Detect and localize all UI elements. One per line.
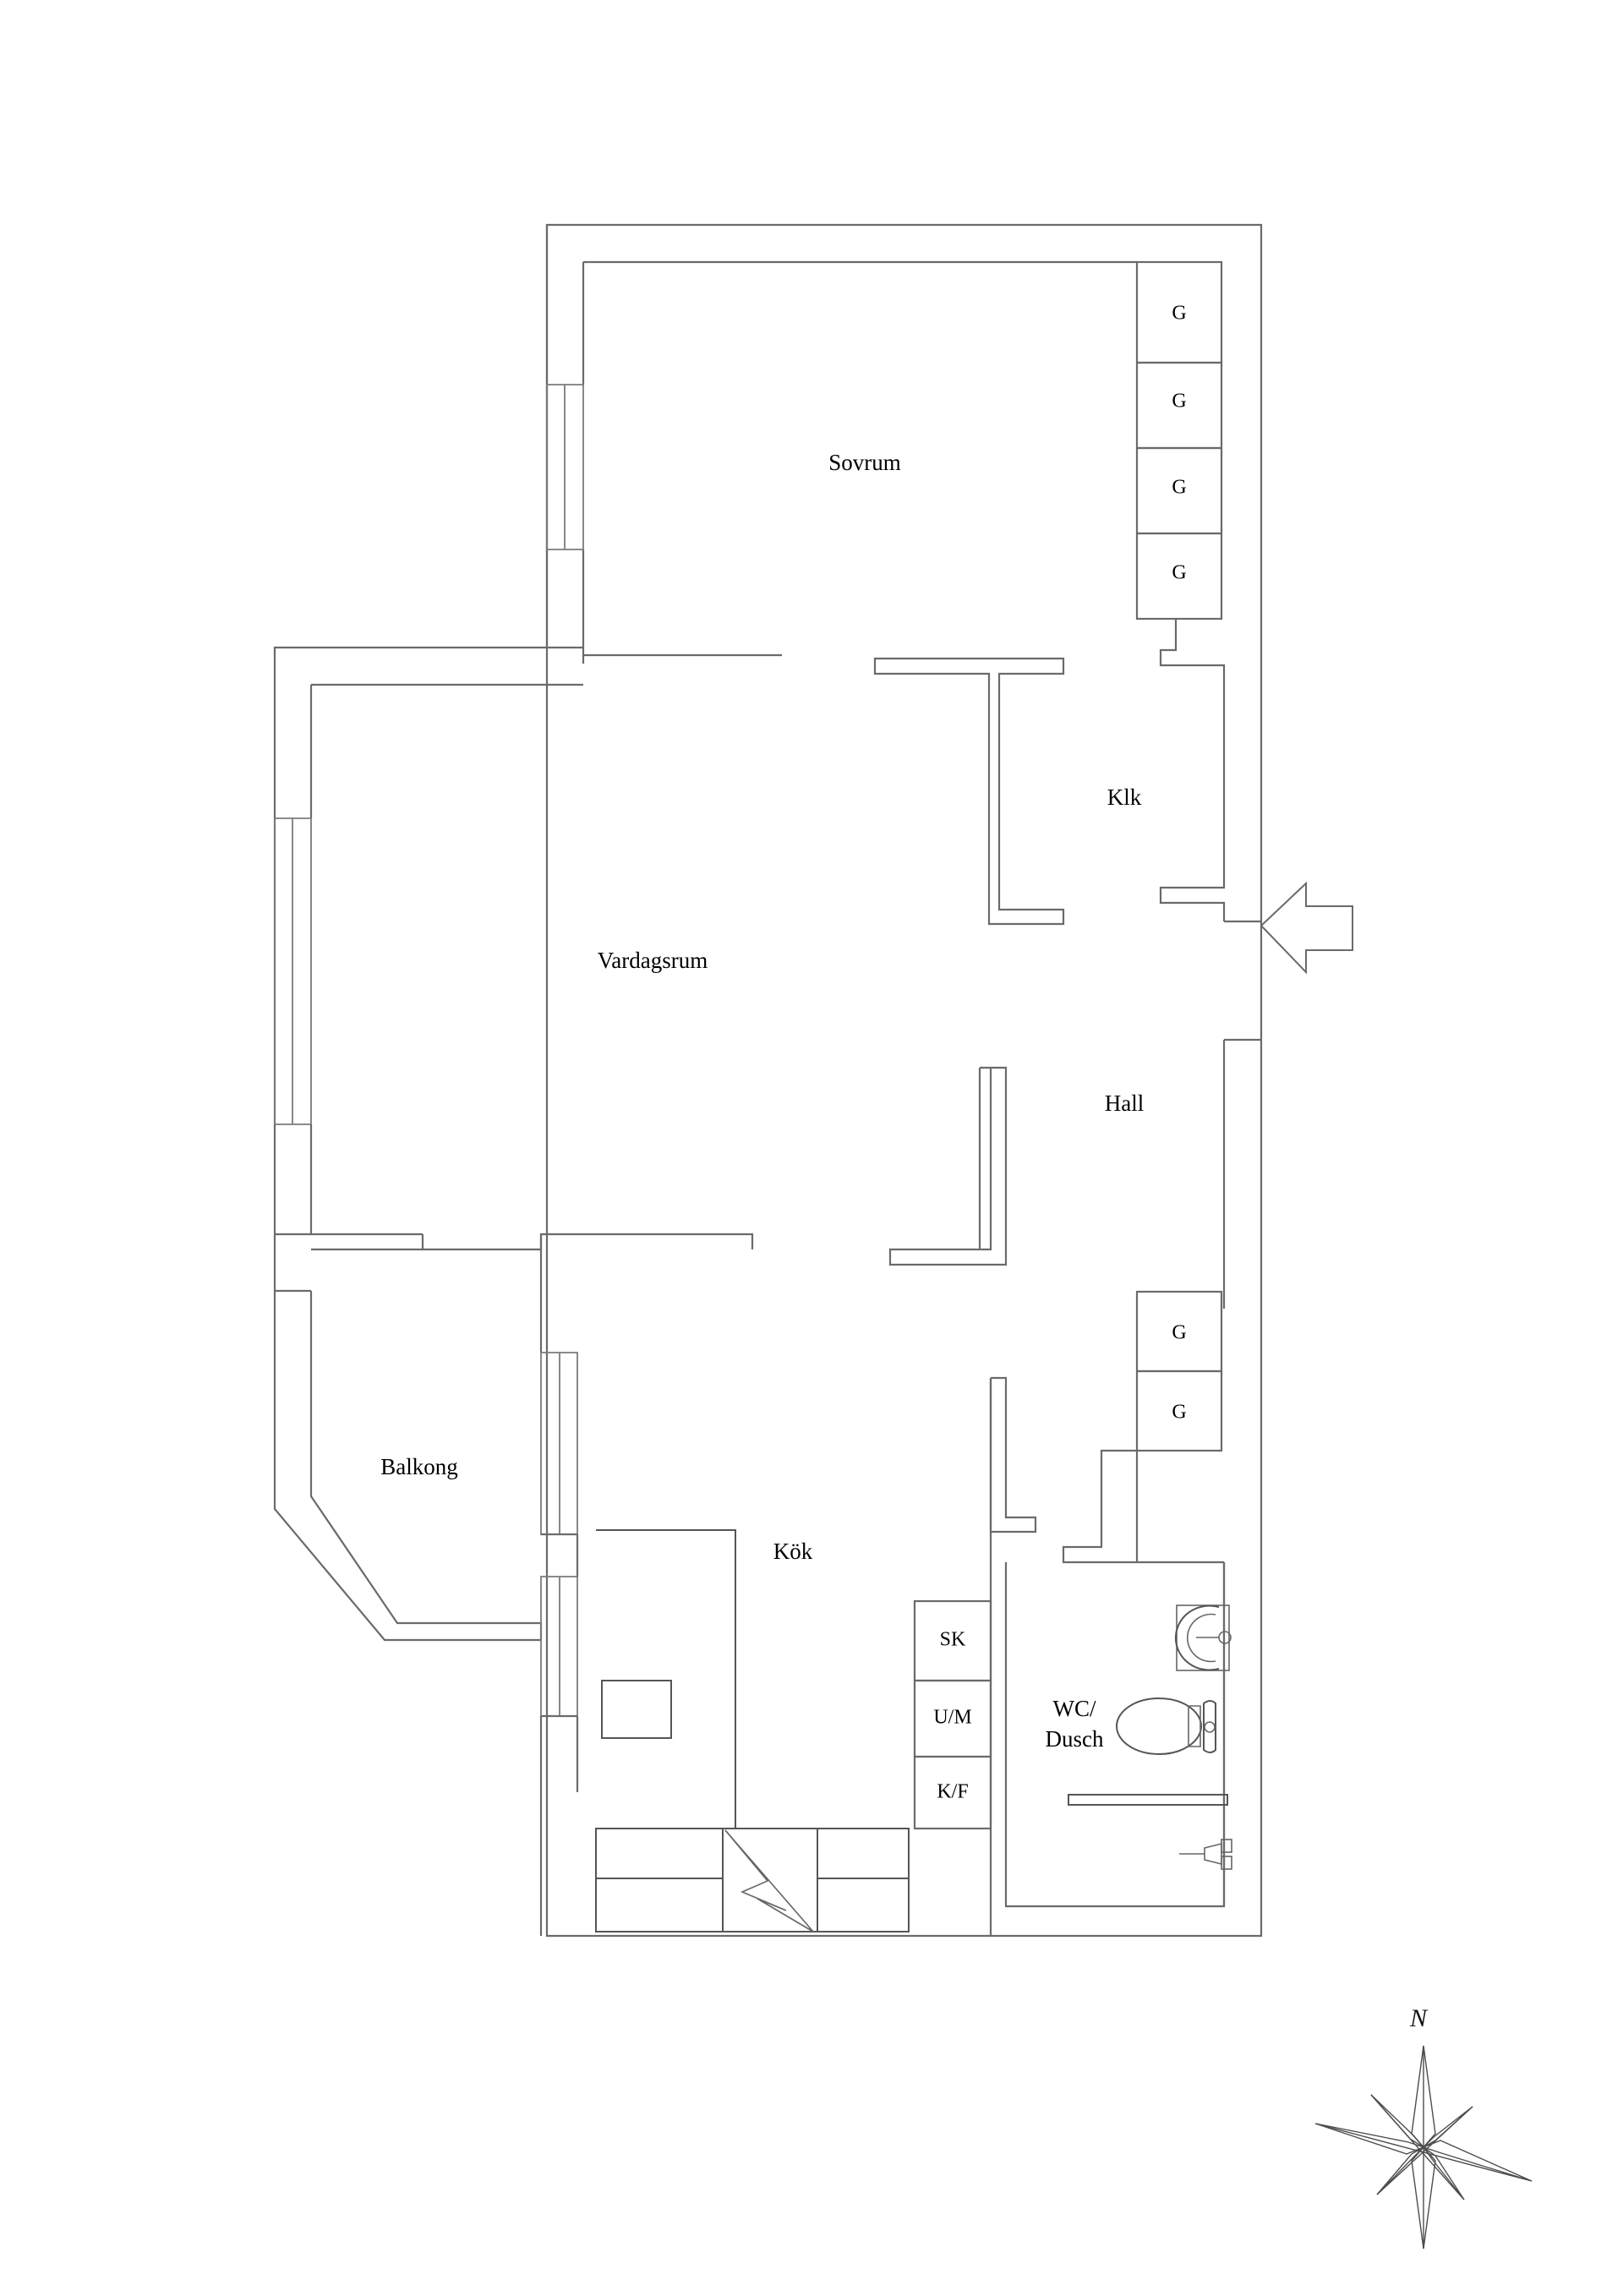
room-label-sovrum: Sovrum	[828, 450, 901, 475]
room-label-vardagsrum: Vardagsrum	[598, 948, 708, 973]
room-sovrum	[546, 260, 1137, 664]
closet-label-sovrum-1: G	[1172, 303, 1186, 325]
compass-rose: N	[1314, 2004, 1533, 2250]
stove-icon	[724, 1829, 814, 1932]
compass-north-label: N	[1409, 2004, 1429, 2032]
room-wc-dusch	[1004, 1562, 1232, 1908]
appliance-label-kf: K/F	[937, 1781, 968, 1803]
kitchen-sink-icon	[601, 1680, 672, 1739]
appliance-label-um: U/M	[933, 1707, 971, 1729]
closet-label-sovrum-4: G	[1172, 562, 1186, 584]
kitchen-appliance-column: SK U/M K/F	[913, 1599, 992, 1830]
wall-hall-to-wc	[1062, 1449, 1224, 1564]
room-label-wc-line1: WC/	[1053, 1696, 1096, 1721]
kitchen-counter-left	[596, 1529, 736, 1829]
room-label-hall: Hall	[1105, 1091, 1145, 1116]
closet-label-sovrum-2: G	[1172, 391, 1186, 413]
room-label-kok: Kök	[773, 1539, 813, 1564]
room-vardagsrum	[274, 683, 754, 1251]
closet-bank-hall: G G	[1135, 1290, 1223, 1452]
closet-bank-sovrum: G G G G	[1135, 260, 1223, 620]
room-klk	[873, 619, 1261, 926]
window-sovrum-west	[546, 384, 584, 550]
room-kok	[539, 1352, 910, 1936]
room-label-wc-line2: Dusch	[1046, 1726, 1104, 1752]
room-hall	[888, 1038, 1261, 1936]
room-label-balkong: Balkong	[380, 1454, 458, 1479]
closet-label-hall-1: G	[1172, 1322, 1186, 1344]
entry-arrow-icon	[1260, 881, 1353, 975]
appliance-label-sk: SK	[940, 1629, 966, 1651]
closet-label-sovrum-3: G	[1172, 477, 1186, 499]
room-balkong	[273, 1249, 543, 1642]
sink-icon	[1174, 1604, 1232, 1671]
floor-drain-icon	[1179, 1839, 1232, 1870]
closet-label-hall-2: G	[1172, 1402, 1186, 1424]
kitchen-counter-south	[595, 1828, 910, 1932]
toilet-icon	[1116, 1697, 1216, 1755]
outer-wall-shell	[273, 223, 1263, 1938]
room-label-klk: Klk	[1107, 784, 1142, 810]
shower-rail-icon	[1068, 1794, 1228, 1806]
